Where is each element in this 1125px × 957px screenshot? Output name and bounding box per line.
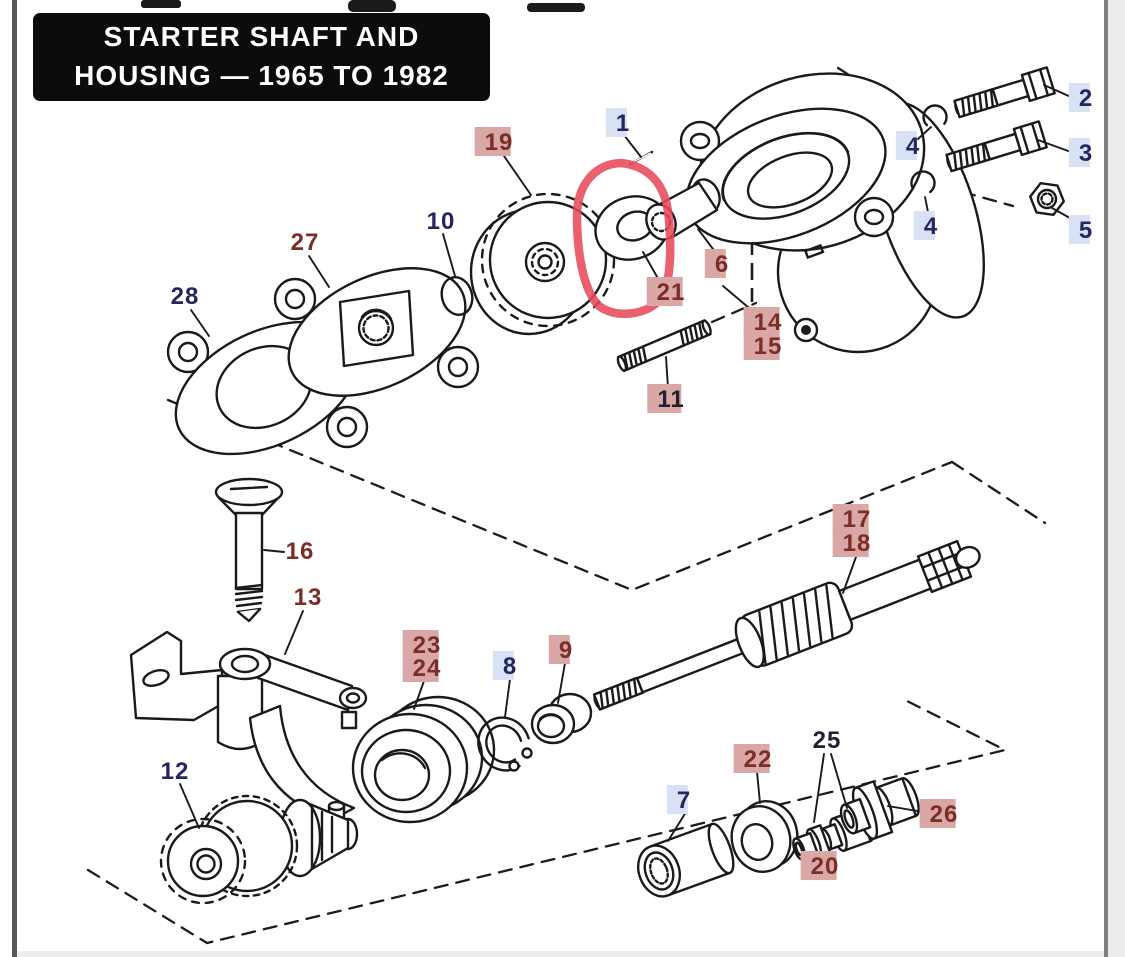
part-4-lock-washer-lower (910, 170, 936, 196)
part-7-bushing (637, 822, 735, 898)
title-line-1: STARTER SHAFT AND (103, 21, 420, 53)
part-9-spacer (530, 692, 593, 745)
part-2-bolt (953, 66, 1056, 119)
part-12-clutch-gear (159, 794, 359, 905)
scan-smudges (141, 0, 585, 12)
title-line-2: HOUSING — 1965 TO 1982 (74, 60, 449, 91)
part-4-lock-washer-upper (922, 104, 948, 130)
part-22-washer (730, 800, 799, 873)
part-26-coupling (839, 776, 920, 840)
page-bottom-margin (17, 951, 1104, 957)
part-19-gear (469, 192, 616, 336)
part-3-bolt (945, 120, 1048, 173)
part-16-screw (214, 477, 284, 623)
part-5-nut (1029, 182, 1065, 216)
part-23-24-collar (351, 695, 496, 824)
red-circle-annotation (572, 158, 675, 318)
title-banner: STARTER SHAFT AND HOUSING — 1965 TO 1982 (33, 13, 490, 101)
page-right-border (1104, 0, 1108, 957)
part-11-stud (616, 319, 712, 373)
page-right-margin (1108, 0, 1125, 957)
part-8-snap-ring (477, 716, 533, 772)
part-27-cover-plate (273, 267, 480, 397)
callout-leader-lines (179, 84, 1078, 857)
part-10-o-ring (440, 276, 474, 316)
page-left-border (12, 0, 17, 957)
part-17-18-shaft (592, 539, 981, 711)
